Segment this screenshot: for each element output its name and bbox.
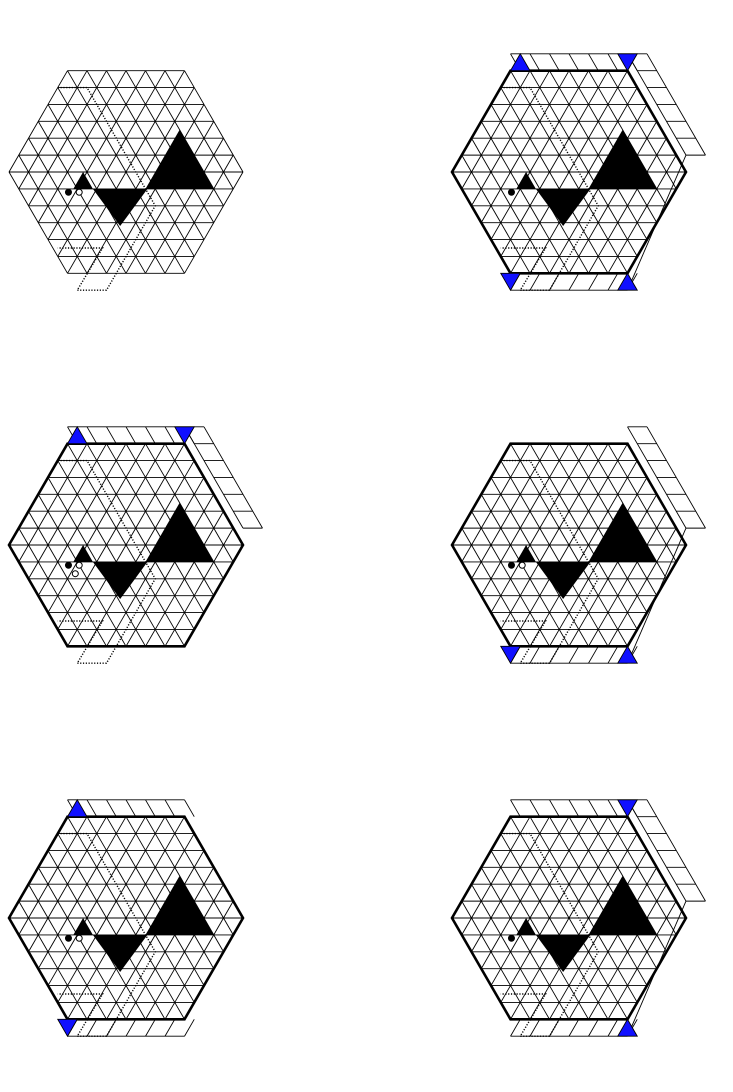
large-black-triangle [145, 502, 214, 562]
blue-marker-top-right [173, 426, 196, 445]
triangle-grid [451, 70, 687, 274]
dotted-region-boundary [57, 86, 157, 291]
inverted-black-triangle [92, 561, 148, 600]
boundary-strip [67, 799, 195, 1037]
inverted-black-triangle [535, 561, 591, 600]
large-black-triangle [145, 129, 214, 189]
open-dot [75, 188, 83, 196]
panel-1 [8, 70, 244, 291]
hexagon-outline [7, 815, 245, 1021]
open-dot-lower [71, 570, 79, 578]
small-black-triangle [73, 172, 93, 189]
boundary-strip [510, 799, 706, 1037]
small-black-triangle [516, 918, 536, 935]
panel-5 [7, 798, 245, 1038]
small-black-triangle [73, 545, 93, 562]
small-black-triangle [516, 172, 536, 189]
open-dot [75, 934, 83, 942]
filled-dot [64, 188, 72, 196]
dotted-region-boundary [500, 86, 600, 291]
blue-marker-bottom-right [616, 645, 639, 664]
filled-dot [64, 934, 72, 942]
filled-dot [507, 934, 515, 942]
large-black-triangle [588, 502, 657, 562]
open-dot [75, 561, 83, 569]
small-black-triangle [516, 545, 536, 562]
blue-marker-top-left [66, 798, 88, 818]
triangle-grid [8, 816, 244, 1020]
dotted-region-boundary [57, 459, 157, 664]
blue-marker-bottom-right [616, 1018, 639, 1037]
blue-marker-top-left [509, 52, 531, 72]
small-black-triangle [73, 918, 93, 935]
large-black-triangle [588, 875, 657, 935]
triangle-grid [451, 443, 687, 647]
blue-marker-bottom-right [616, 272, 639, 291]
panel-6 [450, 799, 706, 1037]
blue-marker-top-right [616, 799, 639, 818]
dotted-region-boundary [500, 459, 600, 664]
blue-marker-bottom-left [499, 645, 522, 665]
panel-2 [450, 52, 706, 292]
blue-marker-bottom-left [56, 1018, 79, 1038]
filled-dot [507, 188, 515, 196]
blue-marker-top-left [66, 425, 88, 445]
filled-dot [507, 561, 515, 569]
blue-marker-top-right [616, 53, 639, 72]
open-dot [518, 561, 526, 569]
triangle-grid [451, 816, 687, 1020]
boundary-strip [510, 426, 706, 664]
large-black-triangle [145, 875, 214, 935]
dotted-region-boundary [57, 832, 157, 1037]
panel-3 [7, 425, 263, 664]
triangle-grid [8, 70, 244, 274]
large-black-triangle [588, 129, 657, 189]
panel-4 [450, 426, 706, 665]
inverted-black-triangle [92, 188, 148, 227]
inverted-black-triangle [535, 934, 591, 973]
inverted-black-triangle [535, 188, 591, 227]
dotted-region-boundary [500, 832, 600, 1037]
filled-dot [64, 561, 72, 569]
blue-marker-bottom-left [499, 272, 522, 292]
inverted-black-triangle [92, 934, 148, 973]
triangle-grid [8, 443, 244, 647]
